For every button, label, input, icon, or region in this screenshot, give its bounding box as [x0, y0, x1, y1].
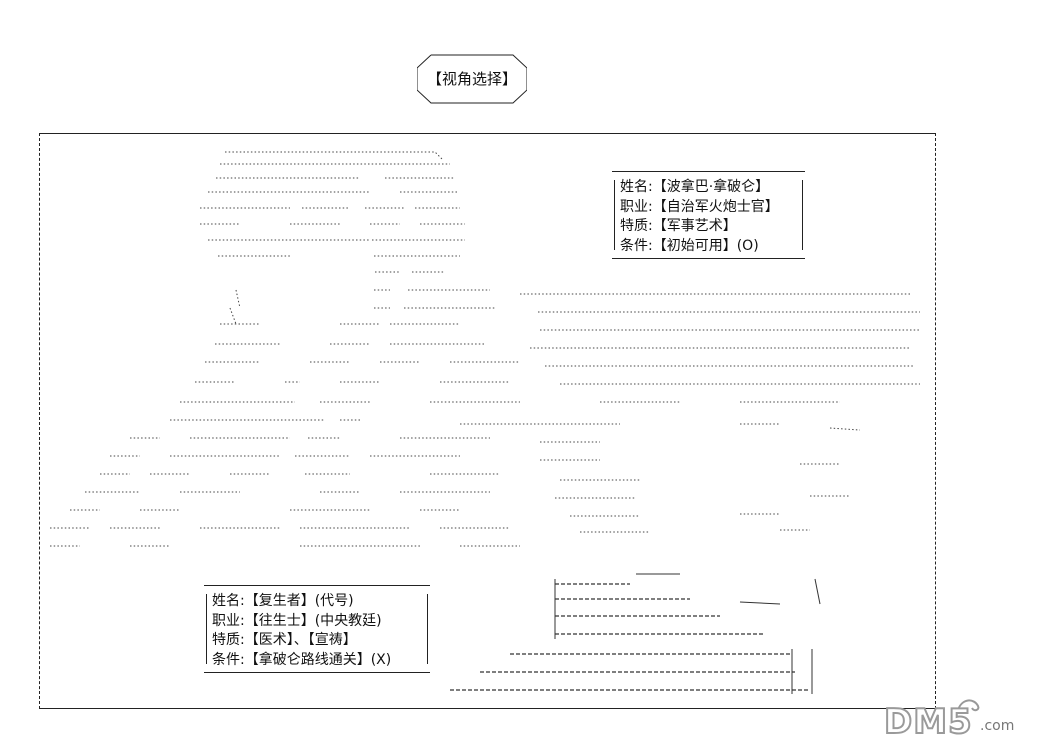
napoleon-name: 姓名:【波拿巴·拿破仑】 [620, 179, 770, 195]
watermark-swirl-icon [957, 699, 980, 712]
watermark-suffix: .com [980, 718, 1015, 734]
title-frame [417, 54, 527, 104]
napoleon-trait: 特质:【军事艺术】 [620, 218, 737, 234]
main-frame: 姓名:【波拿巴·拿破仑】 职业:【自治军火炮士官】 特质:【军事艺术】 条件:【… [39, 133, 936, 709]
view-selection-title-box: 【视角选择】 [417, 54, 527, 104]
ascii-art-illustration [40, 134, 937, 710]
reborn-trait: 特质:【医术】、【宣祷】 [212, 632, 357, 648]
napoleon-condition: 条件:【初始可用】(O) [620, 237, 759, 254]
watermark-brand: DM5 [883, 701, 973, 743]
reborn-condition: 条件:【拿破仑路线通关】(X) [212, 651, 392, 668]
dm5-watermark: DM5 .com [883, 696, 1034, 744]
view-selection-title: 【视角选择】 [426, 70, 517, 88]
reborn-name: 姓名:【复生者】(代号) [212, 593, 354, 609]
napoleon-occupation: 职业:【自治军火炮士官】 [620, 198, 779, 215]
reborn-occupation: 职业:【往生士】(中央教廷) [212, 612, 382, 629]
ascii-art-drawing [50, 151, 920, 694]
reborn-info-box[interactable]: 姓名:【复生者】(代号) 职业:【往生士】(中央教廷) 特质:【医术】、【宣祷】… [204, 585, 430, 673]
napoleon-info-box[interactable]: 姓名:【波拿巴·拿破仑】 职业:【自治军火炮士官】 特质:【军事艺术】 条件:【… [612, 171, 805, 259]
